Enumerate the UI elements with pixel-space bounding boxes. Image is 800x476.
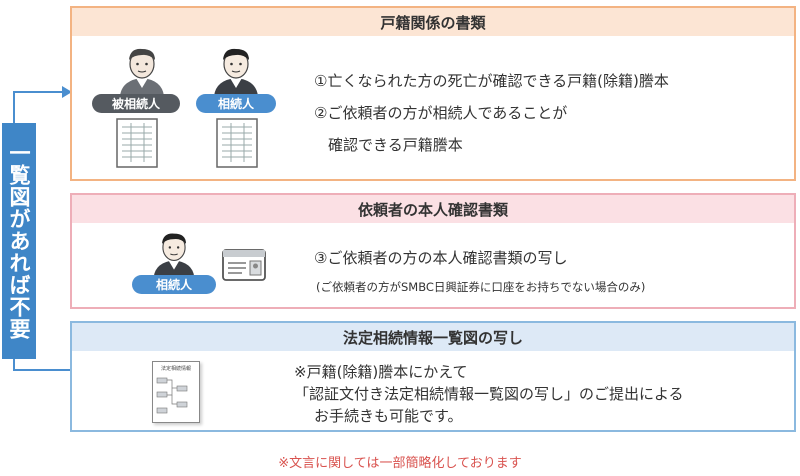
section-family-register: 戸籍関係の書類 被相続人 相続人 <box>70 6 796 181</box>
note-line-2: 「認証文付き法定相続情報一覧図の写し」のご提出による <box>294 385 684 403</box>
id-card-icon <box>222 249 266 281</box>
section-title: 依頼者の本人確認書類 <box>72 195 794 223</box>
deceased-person <box>94 44 190 96</box>
person-icon <box>214 48 258 96</box>
tag-heir: 相続人 <box>132 275 216 294</box>
section-identity-documents: 依頼者の本人確認書類 相続人 ③ご依頼者の方の本人確認書類の写し (ご依頼者の方… <box>70 193 796 309</box>
note-line-3: お手続きも可能です。 <box>314 407 463 425</box>
document-icon <box>116 118 158 168</box>
item-line-1: ①亡くなられた方の死亡が確認できる戸籍(除籍)謄本 <box>314 72 669 90</box>
note-line-1: ※戸籍(除籍)謄本にかえて <box>294 363 468 381</box>
section-title: 法定相続情報一覧図の写し <box>72 323 794 351</box>
footnote: ※文言に関しては一部簡略化しております <box>278 456 522 471</box>
chart-document-icon: 法定相続情報 <box>152 361 200 423</box>
heir-person <box>188 44 284 96</box>
item-note: (ご依頼者の方がSMBC日興証券に口座をお持ちでない場合のみ) <box>316 280 646 294</box>
item-line-3: 確認できる戸籍謄本 <box>328 136 463 154</box>
item-line-2: ②ご依頼者の方が相続人であることが <box>314 104 568 122</box>
family-tree-icon <box>156 377 188 414</box>
tag-deceased: 被相続人 <box>92 94 180 113</box>
section-title: 戸籍関係の書類 <box>72 8 794 36</box>
section-statutory-inheritance-chart: 法定相続情報一覧図の写し 法定相続情報 ※戸籍(除籍)謄本にかえて 「認証文付き… <box>70 321 796 432</box>
document-caption: 法定相続情報 <box>160 366 191 372</box>
person-icon <box>153 233 195 277</box>
person-icon <box>120 48 164 96</box>
item-line-3-identity: ③ご依頼者の方の本人確認書類の写し <box>314 249 568 267</box>
document-icon <box>216 118 258 168</box>
heir-person <box>126 229 222 277</box>
side-label-not-required: 一覧図があれば不要 <box>2 123 36 359</box>
tag-heir: 相続人 <box>196 94 276 113</box>
